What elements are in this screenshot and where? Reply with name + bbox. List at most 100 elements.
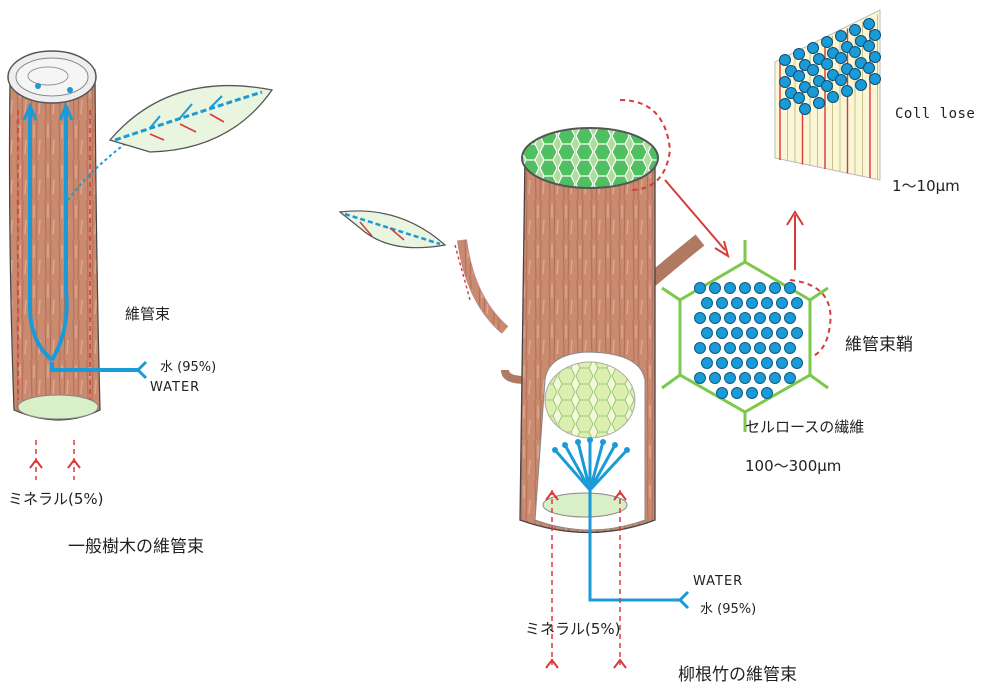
cellulose-cell xyxy=(800,104,811,115)
fiber-cell xyxy=(695,313,706,324)
left-trunk xyxy=(10,70,101,420)
fiber-cell xyxy=(792,358,803,369)
fiber-cell xyxy=(762,328,773,339)
fiber-cell xyxy=(695,283,706,294)
cellulose-cell xyxy=(828,92,839,103)
hexagon-bundle xyxy=(662,240,828,432)
cellulose-cell xyxy=(870,74,881,85)
fiber-cell xyxy=(725,283,736,294)
cellulose-cell xyxy=(864,63,875,74)
fiber-cell xyxy=(710,283,721,294)
cellulose-cell xyxy=(850,47,861,58)
fiber-cell xyxy=(755,313,766,324)
cellulose-cell xyxy=(864,19,875,30)
left-tree xyxy=(8,51,272,480)
fiber-cell xyxy=(740,373,751,384)
right-tree xyxy=(340,128,700,668)
fiber-cell xyxy=(732,298,743,309)
cellulose-cell xyxy=(842,86,853,97)
right-trunk-top xyxy=(522,128,658,188)
fiber-cell xyxy=(762,388,773,399)
cellulose-cell xyxy=(870,52,881,63)
fiber-cell xyxy=(792,298,803,309)
fiber-cell xyxy=(747,388,758,399)
label-cellulose-en: Coll lose xyxy=(895,106,975,122)
fiber-cell xyxy=(755,343,766,354)
cellulose-cell xyxy=(822,59,833,70)
cellulose-cell xyxy=(808,65,819,76)
fiber-cell xyxy=(740,343,751,354)
label-fiber-size: 100〜300μm xyxy=(745,455,841,476)
right-diagram-title: 柳根竹の維管束 xyxy=(678,660,797,685)
cellulose-cell xyxy=(780,77,791,88)
fiber-cell xyxy=(732,388,743,399)
left-label-water-en: WATER xyxy=(150,380,200,395)
fiber-cell xyxy=(747,328,758,339)
fiber-cell xyxy=(725,313,736,324)
fiber-cell xyxy=(717,358,728,369)
fiber-cell xyxy=(732,328,743,339)
cellulose-cell xyxy=(808,43,819,54)
fiber-cell xyxy=(702,328,713,339)
right-label-water-jp: 水 (95%) xyxy=(700,598,756,617)
cellulose-cell xyxy=(850,25,861,36)
cellulose-cell xyxy=(870,30,881,41)
fiber-cell xyxy=(770,283,781,294)
left-label-water-jp: 水 (95%) xyxy=(160,356,216,375)
cellulose-cell xyxy=(836,31,847,42)
fiber-cell xyxy=(755,373,766,384)
fiber-cell xyxy=(785,283,796,294)
fiber-cell xyxy=(755,283,766,294)
fiber-cell xyxy=(770,343,781,354)
cellulose-cell xyxy=(822,37,833,48)
right-label-water-en: WATER xyxy=(693,574,743,589)
cellulose-cell xyxy=(836,75,847,86)
fiber-cell xyxy=(717,298,728,309)
fiber-cell xyxy=(785,343,796,354)
left-diagram-title: 一般樹木の維管束 xyxy=(68,532,204,557)
fiber-cell xyxy=(770,373,781,384)
fiber-cell xyxy=(762,358,773,369)
fiber-cell xyxy=(702,358,713,369)
fiber-cell xyxy=(717,388,728,399)
cellulose-cell xyxy=(794,49,805,60)
fiber-cell xyxy=(747,298,758,309)
cellulose-cell xyxy=(836,53,847,64)
left-label-mineral: ミネラル(5%) xyxy=(8,488,104,509)
fiber-cell xyxy=(710,313,721,324)
cellulose-cell xyxy=(794,71,805,82)
fiber-cell xyxy=(732,358,743,369)
fiber-bundle xyxy=(775,10,881,180)
fiber-cell xyxy=(725,373,736,384)
fiber-cell xyxy=(747,358,758,369)
left-label-vascular-bundle: 維管束 xyxy=(125,303,170,324)
cellulose-cell xyxy=(856,80,867,91)
fiber-cell xyxy=(740,313,751,324)
fiber-cell xyxy=(710,343,721,354)
fiber-cell xyxy=(725,343,736,354)
fiber-cell xyxy=(710,373,721,384)
fiber-cell xyxy=(777,358,788,369)
fiber-cell xyxy=(777,328,788,339)
right-label-mineral: ミネラル(5%) xyxy=(525,618,621,639)
cellulose-cell xyxy=(850,69,861,80)
fiber-cell xyxy=(785,373,796,384)
fiber-cell xyxy=(792,328,803,339)
fiber-cell xyxy=(777,298,788,309)
fiber-cell xyxy=(762,298,773,309)
fiber-cell xyxy=(695,343,706,354)
cellulose-cell xyxy=(808,87,819,98)
cellulose-cell xyxy=(780,99,791,110)
fiber-cell xyxy=(695,373,706,384)
fiber-cell xyxy=(717,328,728,339)
fiber-cell xyxy=(740,283,751,294)
cellulose-cell xyxy=(780,55,791,66)
fiber-cell xyxy=(785,313,796,324)
cellulose-cell xyxy=(864,41,875,52)
cellulose-cell xyxy=(794,93,805,104)
cellulose-cell xyxy=(822,81,833,92)
label-cellulose-fiber: セルロースの繊維 xyxy=(745,416,864,437)
label-vascular-sheath: 維管束鞘 xyxy=(845,330,913,355)
fiber-cell xyxy=(702,298,713,309)
